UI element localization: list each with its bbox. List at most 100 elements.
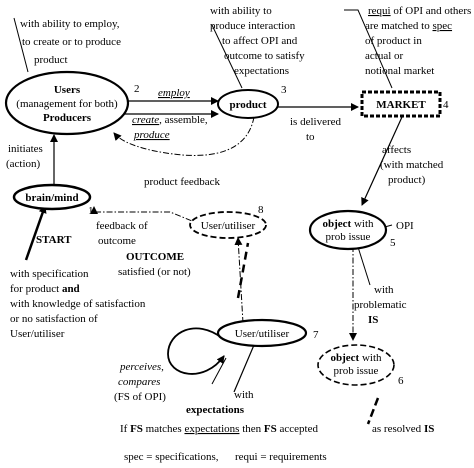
as-resolved-word: as resolved <box>372 423 424 435</box>
market-annotation-l4: actual or <box>365 50 404 62</box>
outcome-title: OUTCOME <box>126 251 184 263</box>
object-bottom-bold: object <box>330 352 359 364</box>
product-annotation-l1: with ability to <box>210 5 272 17</box>
as-resolved-label: as resolved IS <box>372 423 434 435</box>
create-term: create <box>132 114 159 126</box>
accepted-word: accepted <box>277 423 319 435</box>
object-top-line2: prob issue <box>326 231 371 243</box>
start-desc-l4: or no satisfaction of <box>10 313 98 325</box>
perceives-l1: perceives, <box>119 361 164 373</box>
object-top-line1: object with <box>322 218 374 230</box>
users-management-label: (management for both) <box>16 98 118 110</box>
user-utiliser-bottom-label: User/utiliser <box>235 328 290 340</box>
market-annotation-l1-rest: of OPI and others <box>391 5 472 17</box>
fs-term-2: FS <box>264 423 277 435</box>
start-desc-l5: User/utiliser <box>10 328 65 340</box>
affects-label-l2: (with matched <box>380 159 444 171</box>
if-word: If <box>120 423 130 435</box>
problematic-l3: IS <box>368 314 378 326</box>
then-word: then <box>239 423 263 435</box>
produce-label: produce <box>133 129 170 141</box>
market-node[interactable] <box>360 90 442 118</box>
matches-word: matches <box>143 423 185 435</box>
with-expectations-l2: expectations <box>186 404 245 416</box>
assemble-term: , assemble, <box>159 114 208 126</box>
product-node[interactable] <box>217 89 279 119</box>
market-annotation-l2: are matched to spec <box>365 20 452 32</box>
delivered-label-l2: to <box>306 131 315 143</box>
opi-label: OPI <box>396 220 414 232</box>
object-bottom-with: with <box>359 352 382 364</box>
resolved-is-term: IS <box>424 423 434 435</box>
start-desc-l2: for product and <box>10 283 80 295</box>
start-desc-l1: with specification <box>10 268 89 280</box>
market-annotation-l3: of product in <box>365 35 422 47</box>
outcome-subtitle: satisfied (or not) <box>118 266 191 278</box>
product-annotation-l5: expectations <box>234 65 289 77</box>
product-feedback-arrow <box>113 116 255 156</box>
with-expectations-l1: with <box>234 389 254 401</box>
user-utiliser-bottom-node[interactable] <box>216 318 308 348</box>
resolved-dash <box>366 397 380 425</box>
object-bottom-line1: object with <box>330 352 382 364</box>
self-loop <box>167 327 225 375</box>
affects-arrow <box>361 116 403 206</box>
problematic-l1: with <box>374 284 394 296</box>
market-annotation-l2-start: are matched to <box>365 20 433 32</box>
brain-mind-node[interactable] <box>12 183 92 211</box>
initiates-label-l1: initiates <box>8 143 43 155</box>
users-annotation-l2: to create or to produce <box>22 36 121 48</box>
affects-label-l3: product) <box>388 174 426 186</box>
object-bottom-node-number: 6 <box>398 375 404 387</box>
initiates-label-l2: (action) <box>6 158 41 170</box>
product-annotation-l2: produce interaction <box>210 20 296 32</box>
expectations-line <box>233 344 255 393</box>
start-label: START <box>36 234 72 246</box>
market-annotation-l1: requi of OPI and others <box>368 5 471 17</box>
start-desc-and: and <box>62 283 80 295</box>
object-top-node-number: 5 <box>390 237 396 249</box>
user-bottom-node-number: 7 <box>313 329 319 341</box>
user-utiliser-top-label: User/utiliser <box>201 220 256 232</box>
start-desc-l2-start: for product <box>10 283 62 295</box>
user-top-node-number: 8 <box>258 204 264 216</box>
object-top-bold: object <box>322 218 351 230</box>
start-arrow <box>24 205 47 261</box>
object-top-with: with <box>351 218 374 230</box>
product-feedback-label: product feedback <box>144 176 221 188</box>
users-annotation-l1: with ability to employ, <box>20 18 120 30</box>
employ-label: employ <box>158 87 190 99</box>
user-utiliser-top-node[interactable] <box>189 211 267 239</box>
product-annotation-line <box>211 24 243 89</box>
users-annotation-l3: product <box>34 54 68 66</box>
market-annotation-l5: notional market <box>365 65 434 77</box>
expectations-term: expectations <box>184 423 239 435</box>
requi-term: requi <box>368 5 391 17</box>
object-bottom-line2: prob issue <box>334 365 379 377</box>
product-node-number: 3 <box>281 84 287 96</box>
perceives-l2: compares <box>118 376 160 388</box>
perceives-line <box>211 357 227 385</box>
outcome-thick-dash <box>236 242 250 299</box>
spec-term: spec <box>433 20 453 32</box>
legend-text: spec = specifications, requi = requireme… <box>124 451 327 463</box>
users-annotation-line <box>13 17 29 73</box>
problematic-l2: problematic <box>354 299 407 311</box>
object-prob-issue-top-node[interactable] <box>308 209 388 251</box>
users-producers-node[interactable] <box>4 70 130 136</box>
producers-label: Producers <box>43 112 92 124</box>
users-node-number: 2 <box>134 83 140 95</box>
users-label: Users <box>54 84 81 96</box>
object-prob-issue-bottom-node[interactable] <box>317 344 395 386</box>
market-annotation-line <box>344 9 393 89</box>
market-node-number: 4 <box>443 99 449 111</box>
delivered-label-l1: is delivered <box>290 116 342 128</box>
create-assemble-label: create, assemble, <box>132 114 208 126</box>
feedback-outcome-arrow <box>90 206 203 226</box>
feedback-outcome-l2: outcome <box>98 235 136 247</box>
product-annotation-l3: to affect OPI and <box>222 35 298 47</box>
feedback-outcome-l1: feedback of <box>96 220 148 232</box>
affects-label-l1: affects <box>382 144 411 156</box>
